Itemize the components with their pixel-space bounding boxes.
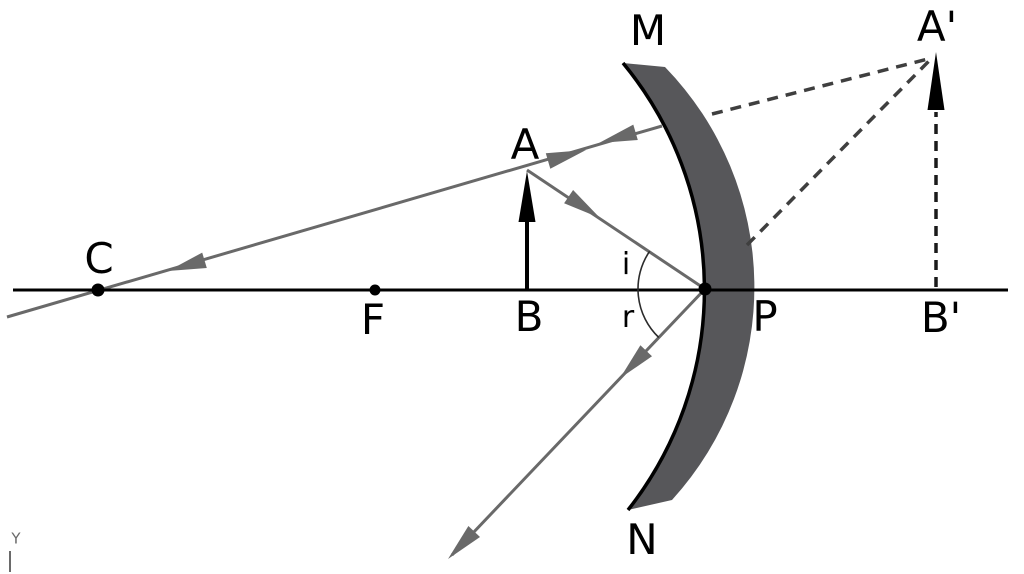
arrowhead-incident-up-icon xyxy=(545,150,586,169)
arrowhead-to-pole-icon xyxy=(564,190,600,218)
dashed-extension-pole-ray xyxy=(745,59,931,247)
label-angle-reflection: r xyxy=(621,300,635,335)
ray-to-pole xyxy=(526,168,706,291)
label-corner-mark: Y xyxy=(11,529,21,548)
label-image-top: A' xyxy=(916,2,958,51)
arrowhead-reflected-back-icon xyxy=(599,124,638,143)
image-arrowhead-icon xyxy=(927,52,945,110)
arrowhead-reflected-mid-icon xyxy=(620,345,652,379)
label-mirror-top: M xyxy=(629,6,667,55)
point-pole xyxy=(698,282,712,296)
label-focal-point: F xyxy=(360,295,386,344)
label-object-top: A xyxy=(510,120,540,169)
label-image-base: B' xyxy=(920,293,962,342)
ray-reflected-from-pole xyxy=(450,287,707,557)
arrowhead-reflected-end-icon xyxy=(448,526,480,559)
label-pole: P xyxy=(752,292,778,341)
label-mirror-bottom: N xyxy=(626,515,658,564)
arrowhead-toward-c-icon xyxy=(168,252,207,271)
point-focus xyxy=(369,284,381,296)
mirror-body xyxy=(623,63,755,510)
label-angle-incidence: i xyxy=(621,247,631,282)
angle-arc xyxy=(637,250,660,339)
label-object-base: B xyxy=(514,292,544,341)
label-center-of-curvature: C xyxy=(84,234,114,283)
dashed-extension-upper-ray xyxy=(711,57,929,116)
point-center-of-curvature xyxy=(91,283,105,297)
object-arrowhead-icon xyxy=(518,171,536,222)
